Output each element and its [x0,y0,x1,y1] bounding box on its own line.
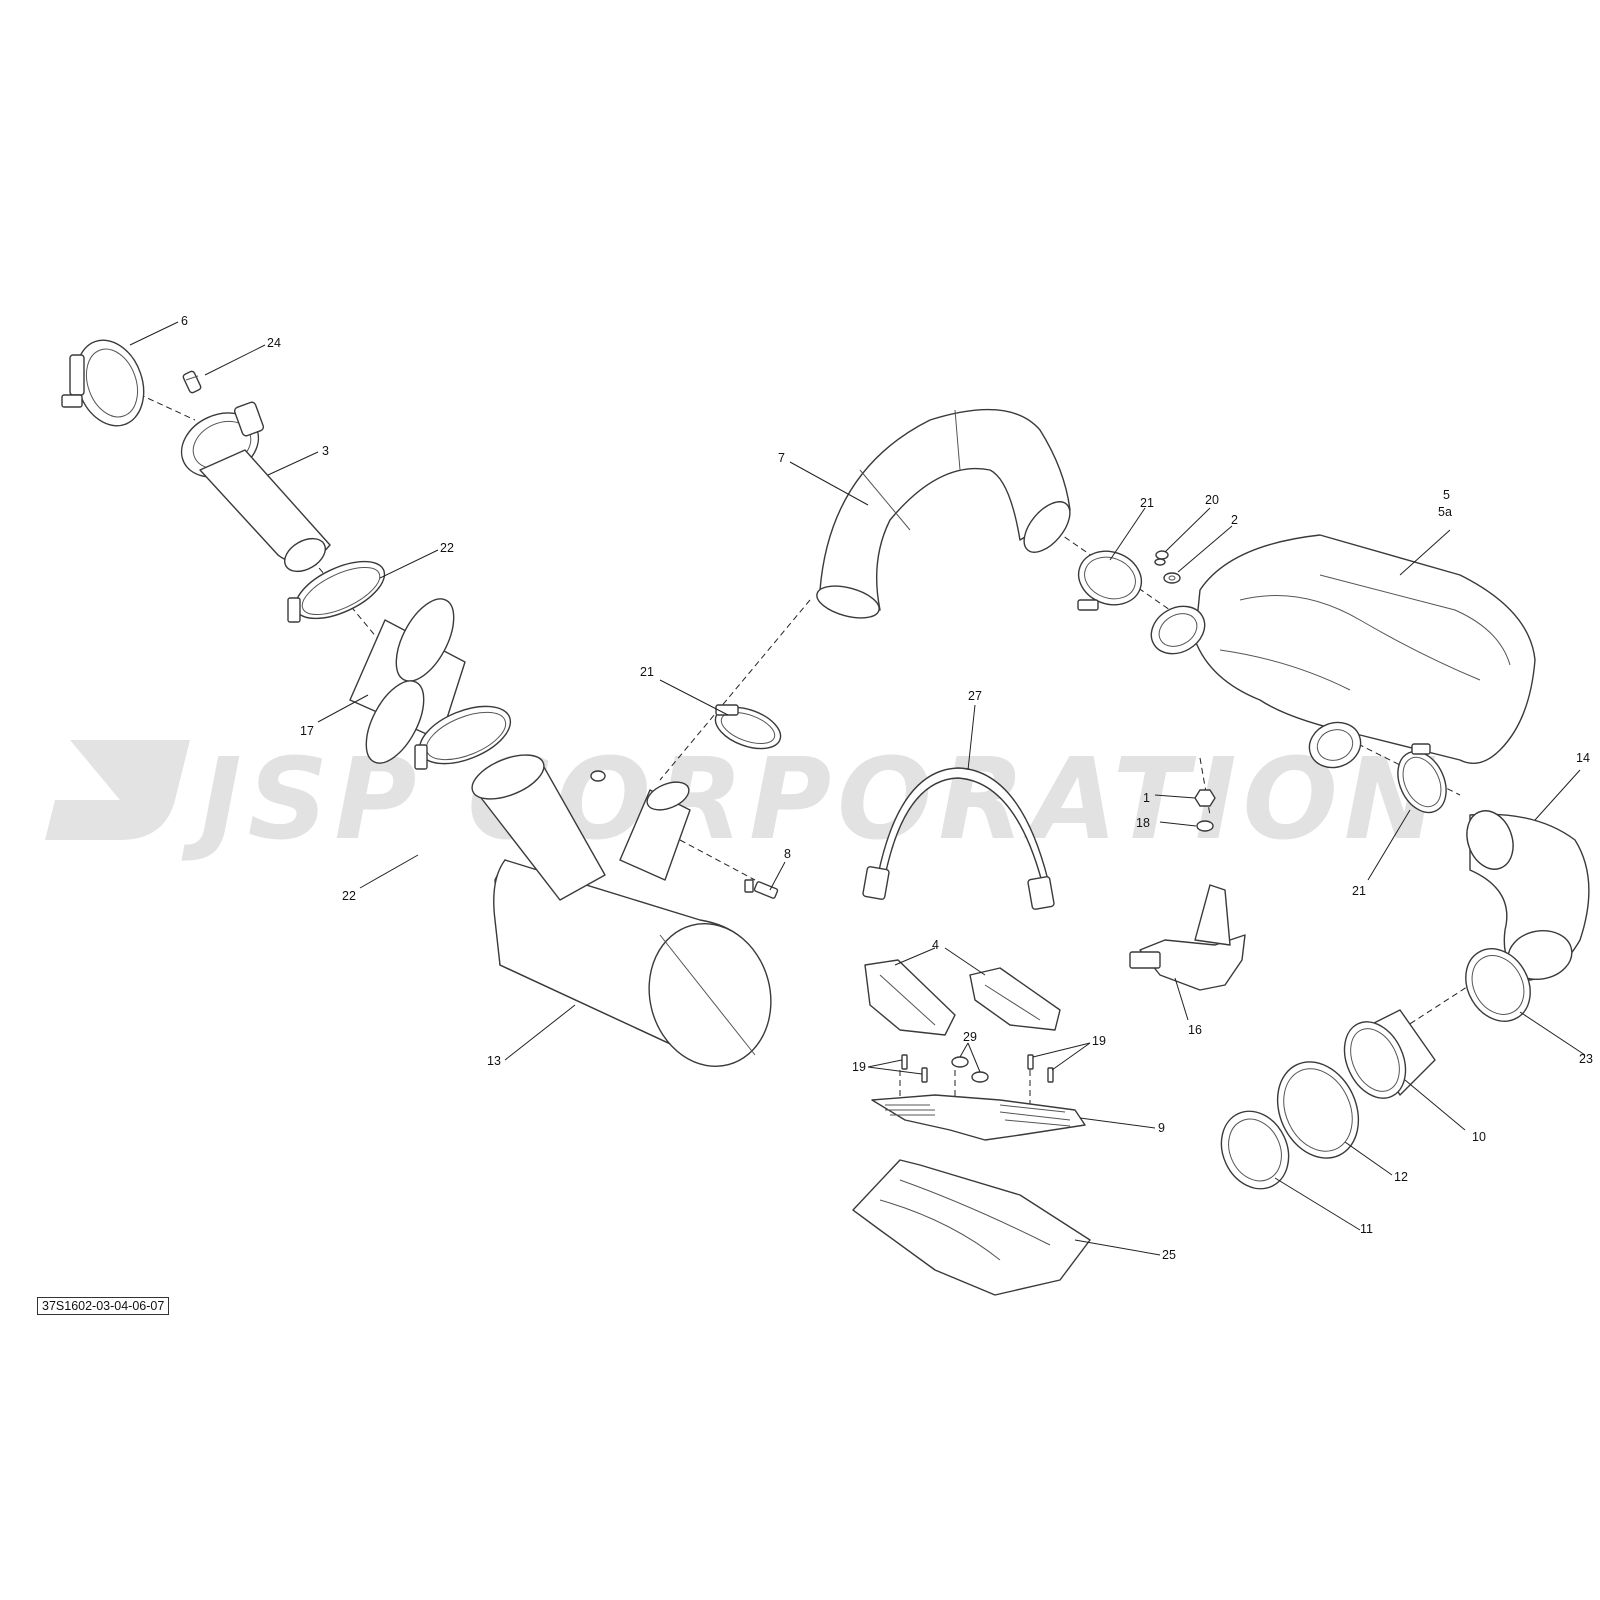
callout-20: 20 [1205,493,1219,507]
callout-labels: 6 24 3 22 17 22 13 8 21 7 21 20 2 5 5a 2… [181,314,1593,1262]
part-17-sleeve [349,598,466,764]
callout-25: 25 [1162,1248,1176,1262]
callout-5a: 5a [1438,505,1452,519]
part-14-elbow [1466,810,1590,981]
part-18-washer [1196,820,1214,832]
part-11-nut-ring [1220,1110,1290,1190]
part-13-muffler [471,754,772,1067]
part-21-hose-clamp-upper [1077,550,1143,611]
callout-12: 12 [1394,1170,1408,1184]
callout-4: 4 [932,938,939,952]
part-27-strap [862,767,1055,910]
part-3-front-pipe [180,401,331,573]
part-9-grille-plate [871,1094,1086,1141]
drawing-id-label: 37S1602-03-04-06-07 [37,1297,170,1315]
part-4-mount-left [864,959,956,1036]
callout-21-upper: 21 [1140,496,1154,510]
callout-6: 6 [181,314,188,328]
part-1-nut [1194,789,1216,807]
part-20-nut [1154,550,1169,566]
part-12-ring [1276,1061,1360,1159]
callout-22-upper: 22 [440,541,454,555]
callout-16: 16 [1188,1023,1202,1037]
part-19-screws [901,1054,1054,1083]
part-8-oxygen-sensor [744,879,779,899]
part-22-clamp-lower [414,705,512,770]
part-23-hose-clamp [1465,948,1531,1022]
callout-1: 1 [1143,791,1150,805]
watermark-logo-icon [45,740,190,840]
callout-27: 27 [968,689,982,703]
callout-23: 23 [1579,1052,1593,1066]
part-7-bent-pipe [816,408,1071,619]
part-24-fitting [182,370,202,394]
callout-9: 9 [1158,1121,1165,1135]
callout-18: 18 [1136,816,1150,830]
callout-11: 11 [1360,1222,1373,1236]
callout-19-left: 19 [852,1060,866,1074]
part-29-bolts [951,1056,989,1083]
part-6-vband-clamp [61,339,145,427]
callout-17: 17 [300,724,314,738]
callout-7: 7 [778,451,785,465]
callout-3: 3 [322,444,329,458]
callout-5: 5 [1443,488,1450,502]
part-25-heat-shield [852,1159,1091,1296]
leader-lines [129,321,1586,1256]
part-21-hose-clamp-mid [714,704,782,750]
part-4-mount-right [969,967,1061,1031]
part-16-bracket [1129,884,1246,991]
callout-8: 8 [784,847,791,861]
part-2-washer [1163,572,1181,584]
watermark: JSP CORPORATION [45,735,1438,865]
callout-24: 24 [267,336,281,350]
callout-22-lower: 22 [342,889,356,903]
part-5-rear-muffler [1150,534,1536,769]
callout-21-right: 21 [1352,884,1366,898]
callout-29: 29 [963,1030,977,1044]
part-21-hose-clamp-right [1397,743,1447,814]
callout-19-right: 19 [1092,1034,1106,1048]
part-10-outlet-tip [1343,1009,1436,1099]
callout-13: 13 [487,1054,501,1068]
part-22-clamp-upper [287,560,386,623]
callout-2: 2 [1231,513,1238,527]
callout-10: 10 [1472,1130,1486,1144]
callout-14: 14 [1576,751,1590,765]
callout-21-mid: 21 [640,665,654,679]
